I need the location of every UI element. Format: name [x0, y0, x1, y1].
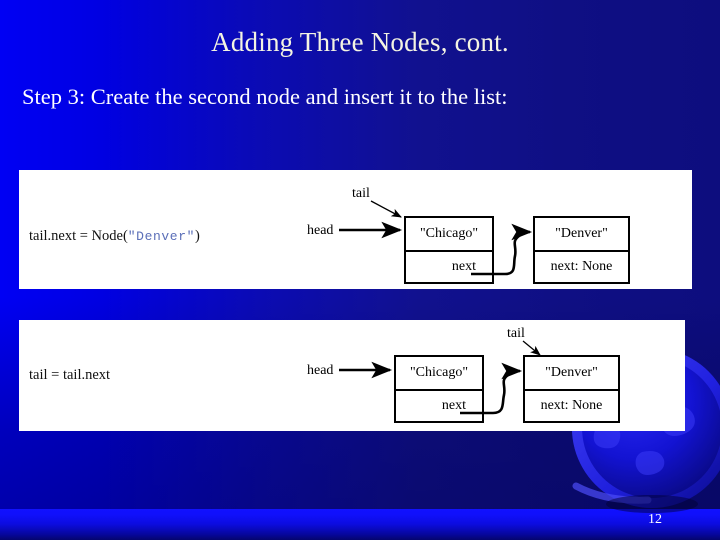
code-suffix: ) [195, 228, 200, 244]
node-value-chicago: "Chicago" [419, 226, 479, 241]
node-value-denver: "Denver" [545, 365, 598, 380]
page-number: 12 [648, 512, 662, 527]
pointer-label-tail: tail [352, 186, 370, 201]
node-box-denver: "Denver" next: None [523, 355, 620, 423]
pointer-label-head: head [307, 363, 334, 378]
node-next-denver: next: None [535, 250, 628, 282]
node-box-chicago: "Chicago" next [404, 216, 494, 284]
node-value-chicago: "Chicago" [409, 365, 469, 380]
diagram-panel-2: tail = tail.next "Chicago" next "Denver"… [19, 320, 685, 431]
pointer-label-tail: tail [507, 326, 525, 341]
node-next-chicago: next [396, 389, 482, 421]
code-prefix: tail.next = Node( [29, 228, 128, 244]
diagram-panel-1: tail.next = Node("Denver") "Chicago" nex… [19, 170, 692, 289]
node-box-chicago: "Chicago" next [394, 355, 484, 423]
node-next-denver: next: None [525, 389, 618, 421]
diagram-arrows-2 [339, 340, 541, 415]
node-next-chicago: next [406, 250, 492, 282]
node-box-denver: "Denver" next: None [533, 216, 630, 284]
background-accent-band [0, 509, 720, 540]
code-string-literal: "Denver" [127, 229, 195, 244]
node-value-denver: "Denver" [555, 226, 608, 241]
code-line-2: tail = tail.next [29, 367, 110, 384]
code-prefix: tail = tail.next [29, 367, 111, 383]
linked-list-diagram-2: "Chicago" next "Denver" next: None tail … [19, 320, 685, 431]
slide-body-text: Step 3: Create the second node and inser… [22, 84, 508, 109]
pointer-label-head: head [307, 223, 334, 238]
page-title: Adding Three Nodes, cont. [211, 27, 509, 57]
code-line-1: tail.next = Node("Denver") [29, 228, 200, 245]
